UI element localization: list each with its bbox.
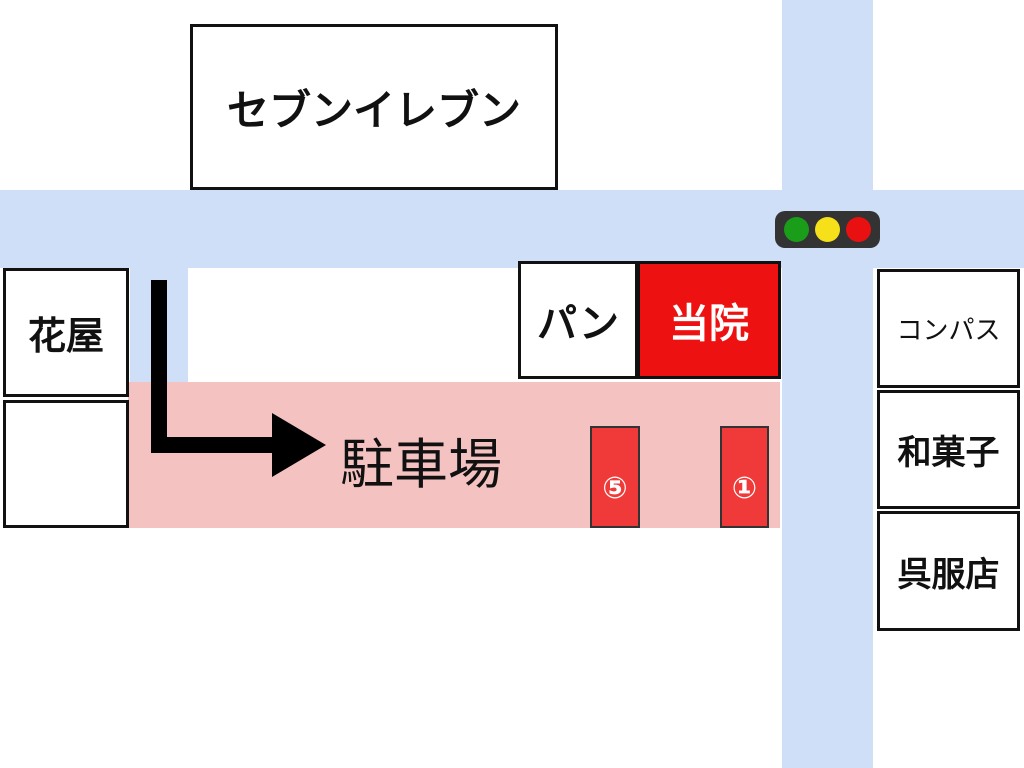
spot-1-label: ①: [731, 471, 758, 506]
clinic-label: 当院: [669, 301, 749, 347]
vertical-road: [782, 0, 873, 768]
parking-area: [128, 382, 780, 528]
green-light: [784, 217, 809, 242]
clinic-building: 当院: [637, 261, 781, 379]
seven-eleven-building: セブンイレブン: [190, 24, 558, 190]
red-light: [846, 217, 871, 242]
compass-building: コンパス: [877, 269, 1020, 388]
compass-label: コンパス: [896, 316, 1001, 346]
parking-spot-5: ⑤: [590, 426, 640, 528]
wagashi-building: 和菓子: [877, 390, 1020, 509]
yellow-light: [815, 217, 840, 242]
spot-5-label: ⑤: [602, 471, 628, 506]
parking-label: 駐車場: [340, 433, 502, 496]
gofuku-building: 呉服店: [877, 511, 1020, 631]
wagashi-label: 和菓子: [897, 433, 1000, 473]
flower-shop-building: 花屋: [3, 268, 129, 397]
bakery-label: パン: [537, 301, 619, 347]
gofuku-label: 呉服店: [897, 554, 1000, 595]
bakery-building: パン: [518, 261, 638, 379]
flower-shop-label: 花屋: [27, 314, 104, 358]
empty-building: [3, 400, 129, 528]
parking-spot-1: ①: [720, 426, 769, 528]
traffic-light-icon: [775, 211, 880, 248]
seven-eleven-label: セブンイレブン: [226, 85, 521, 135]
